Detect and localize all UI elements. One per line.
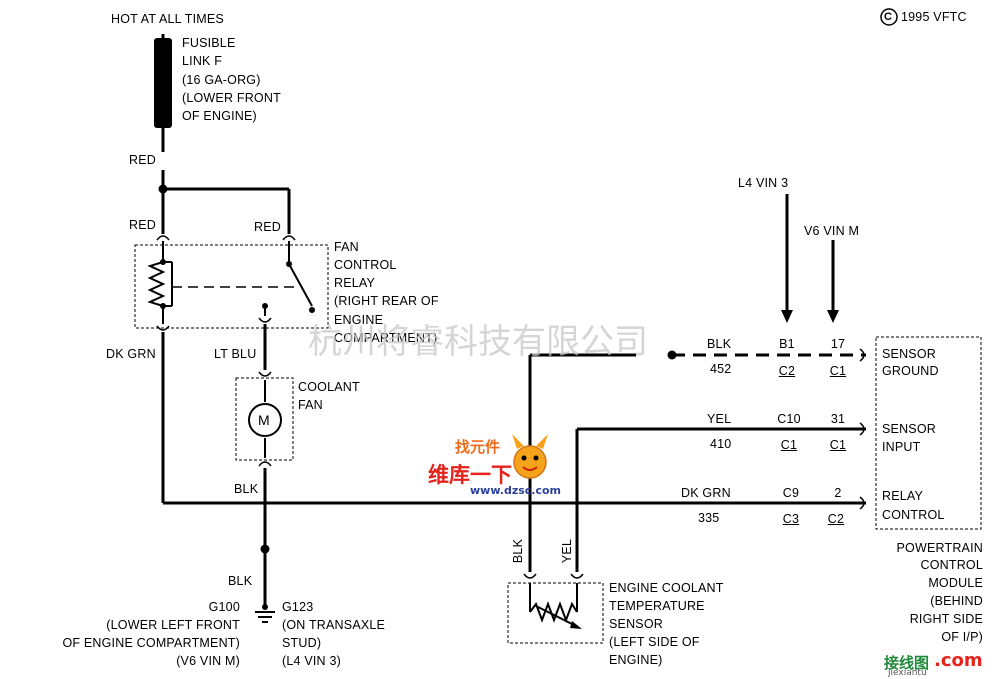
pcm-label-6: OF I/P) [941,630,983,644]
g123-label-3: STUD) [282,636,322,650]
ect-label-4: (LEFT SIDE OF [609,635,700,649]
pcm-sensor-input-2: INPUT [882,440,921,454]
l4-pin-c10: C10 [777,412,801,426]
v6-pin-17: 17 [830,337,846,351]
g100-label-1: G100 [208,600,240,614]
l4-pin-b1: B1 [779,337,795,351]
v6-conn-c1-b: C1 [829,438,847,452]
logo-mascot-text: 找元件 [455,438,501,456]
variant-v6-label: V6 VIN M [804,224,860,238]
pcm-label-5: RIGHT SIDE [909,612,983,626]
pcm-sensor-ground-1: SENSOR [882,347,936,361]
pcm-label-1: POWERTRAIN [896,541,983,555]
mascot-icon [512,434,548,479]
wire-label-dk-grn: DK GRN [106,347,156,361]
l4-conn-c1: C1 [780,438,798,452]
motor-symbol: M [258,412,270,428]
circuit-color-dk-grn: DK GRN [681,486,731,500]
copyright-text: 1995 VFTC [901,10,967,24]
circuit-number-452: 452 [710,362,732,376]
wire-label-yel-sensor: YEL [560,538,575,564]
ect-label-2: TEMPERATURE [609,599,705,613]
g100-label-3: OF ENGINE COMPARTMENT) [62,636,240,650]
relay-label-2: CONTROL [334,258,397,272]
relay-label-1: FAN [334,240,359,254]
v6-pin-31: 31 [830,412,846,426]
fusible-link-label-4: (LOWER FRONT [182,91,281,105]
fusible-link-label-2: LINK F [182,54,223,68]
pcm-label-3: MODULE [928,576,983,590]
wire-label-blk-sensor: BLK [511,538,526,564]
wire-label-red-main: RED [129,153,156,167]
circuit-number-335: 335 [698,511,720,525]
v6-pin-2: 2 [834,486,842,500]
g123-label-2: (ON TRANSAXLE [282,618,386,632]
g123-label-4: (L4 VIN 3) [282,654,341,668]
variant-l4-label: L4 VIN 3 [738,176,789,190]
fan-label-2: FAN [298,398,323,412]
logo-slogan: 维库一下 [428,463,512,487]
company-watermark: 杭州将睿科技有限公司 [308,322,648,362]
pcm-sensor-ground-2: GROUND [882,364,939,378]
wire-label-red-right: RED [254,220,281,234]
site-watermark-cn: 接线图 [884,654,930,672]
wire-label-lt-blu: LT BLU [214,347,257,361]
supply-label: HOT AT ALL TIMES [111,12,224,26]
g100-label-4: (V6 VIN M) [176,654,240,668]
pcm-label-2: CONTROL [920,558,983,572]
site-watermark-pinyin: jiexiantu [888,668,927,678]
relay-label-5: ENGINE [334,313,384,327]
l4-conn-c3: C3 [782,512,800,526]
l4-pin-c9: C9 [782,486,800,500]
logo-url: www.dzsc.com [470,484,562,497]
relay-label-3: RELAY [334,276,376,290]
copyright-symbol: C [884,11,893,23]
fan-label-1: COOLANT [298,380,360,394]
l4-conn-c2: C2 [778,364,796,378]
wire-label-blk-ground: BLK [228,574,253,588]
v6-conn-c1: C1 [829,364,847,378]
site-watermark-com: .com [934,650,983,671]
pcm-label-4: (BEHIND [930,594,983,608]
wire-label-blk-fan: BLK [234,482,259,496]
pcm-relay-control-2: CONTROL [882,508,945,522]
circuit-number-410: 410 [710,437,732,451]
ect-label-3: SENSOR [609,617,663,631]
g100-label-2: (LOWER LEFT FRONT [106,618,240,632]
g123-label-1: G123 [282,600,314,614]
v6-conn-c2: C2 [827,512,845,526]
relay-label-6: COMPARTMENT) [334,331,438,345]
relay-label-4: (RIGHT REAR OF [334,294,439,308]
fusible-link-label-3: (16 GA-ORG) [182,73,261,87]
circuit-color-yel: YEL [707,412,732,426]
ect-label-1: ENGINE COOLANT [609,581,724,595]
fusible-link-label-1: FUSIBLE [182,36,236,50]
ect-label-5: ENGINE) [609,653,663,667]
circuit-color-blk: BLK [707,337,732,351]
fusible-link-label-5: OF ENGINE) [182,109,257,123]
wire-label-red-left: RED [129,218,156,232]
pcm-relay-control-1: RELAY [882,489,924,503]
pcm-sensor-input-1: SENSOR [882,422,936,436]
